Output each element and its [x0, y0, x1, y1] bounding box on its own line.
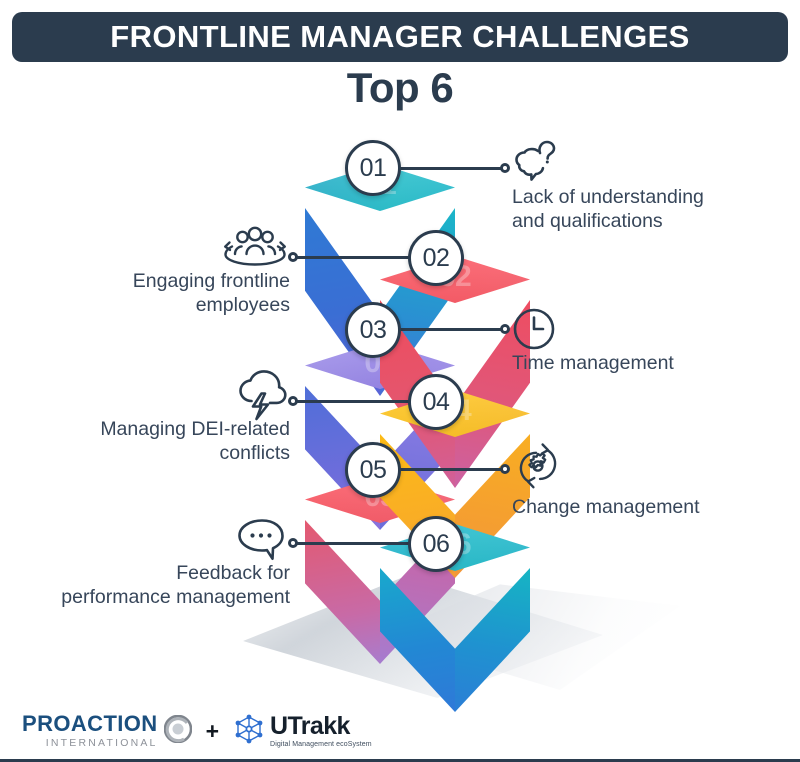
connector-dot-02 [288, 252, 298, 262]
badge-06-number: 06 [422, 529, 450, 558]
badge-06[interactable]: 06 [408, 516, 464, 572]
plus-sign: + [205, 717, 220, 744]
speech-bubble-icon [234, 516, 290, 564]
label-03: Time management [512, 352, 674, 374]
proaction-name: PROACTION [22, 711, 158, 737]
label-05: Change management [512, 496, 700, 518]
badge-04-number: 04 [422, 387, 450, 416]
utrakk-tagline: Digital Management ecoSystem [270, 741, 372, 748]
brain-question-icon [510, 135, 562, 185]
proaction-wordmark: PROACTION INTERNATIONAL [22, 713, 158, 749]
connector-dot-03 [500, 324, 510, 334]
footer-divider [0, 759, 800, 762]
badge-05-number: 05 [359, 455, 387, 484]
connector-dot-01 [500, 163, 510, 173]
isometric-tower: 01 03 05 02 [0, 118, 800, 712]
proaction-mark-icon [163, 714, 192, 748]
connector-dot-06 [288, 538, 298, 548]
connector-04 [292, 400, 420, 403]
connector-dot-04 [288, 396, 298, 406]
clock-icon [512, 307, 556, 351]
badge-04[interactable]: 04 [408, 374, 464, 430]
connector-05 [398, 468, 508, 471]
badge-01-number: 01 [359, 153, 387, 182]
label-02: Engaging frontline employees [132, 270, 290, 316]
badge-01[interactable]: 01 [345, 140, 401, 196]
utrakk-wordmark: UTrakk Digital Management ecoSystem [270, 712, 372, 749]
cube-04: 04 [380, 390, 530, 578]
connector-01 [398, 167, 508, 170]
connector-dot-05 [500, 464, 510, 474]
connector-02 [292, 256, 420, 259]
utrakk-network-icon [233, 713, 265, 750]
cube-06-left-face [380, 568, 455, 712]
proaction-tagline: INTERNATIONAL [45, 737, 158, 750]
cube-06-right-face [455, 568, 530, 712]
people-group-icon [222, 224, 288, 266]
footer: PROACTION INTERNATIONAL + [0, 700, 800, 762]
badge-03-number: 03 [359, 315, 387, 344]
label-01: Lack of understanding and qualifications [512, 186, 704, 232]
connector-06 [292, 542, 420, 545]
badge-05[interactable]: 05 [345, 442, 401, 498]
badge-02-number: 02 [422, 243, 450, 272]
page-title: FRONTLINE MANAGER CHALLENGES [110, 19, 690, 54]
gear-refresh-icon [512, 440, 564, 492]
badge-02[interactable]: 02 [408, 230, 464, 286]
connector-03 [398, 328, 508, 331]
title-bar: FRONTLINE MANAGER CHALLENGES [12, 12, 788, 62]
page-subtitle: Top 6 [346, 64, 454, 111]
label-04: Managing DEI-related conflicts [100, 418, 290, 464]
proaction-logo[interactable]: PROACTION INTERNATIONAL [22, 713, 192, 749]
badge-03[interactable]: 03 [345, 302, 401, 358]
label-06: Feedback for performance management [61, 562, 290, 608]
utrakk-name: UTrakk [270, 712, 350, 740]
storm-cloud-icon [234, 368, 292, 422]
utrakk-logo[interactable]: UTrakk Digital Management ecoSystem [233, 713, 372, 750]
